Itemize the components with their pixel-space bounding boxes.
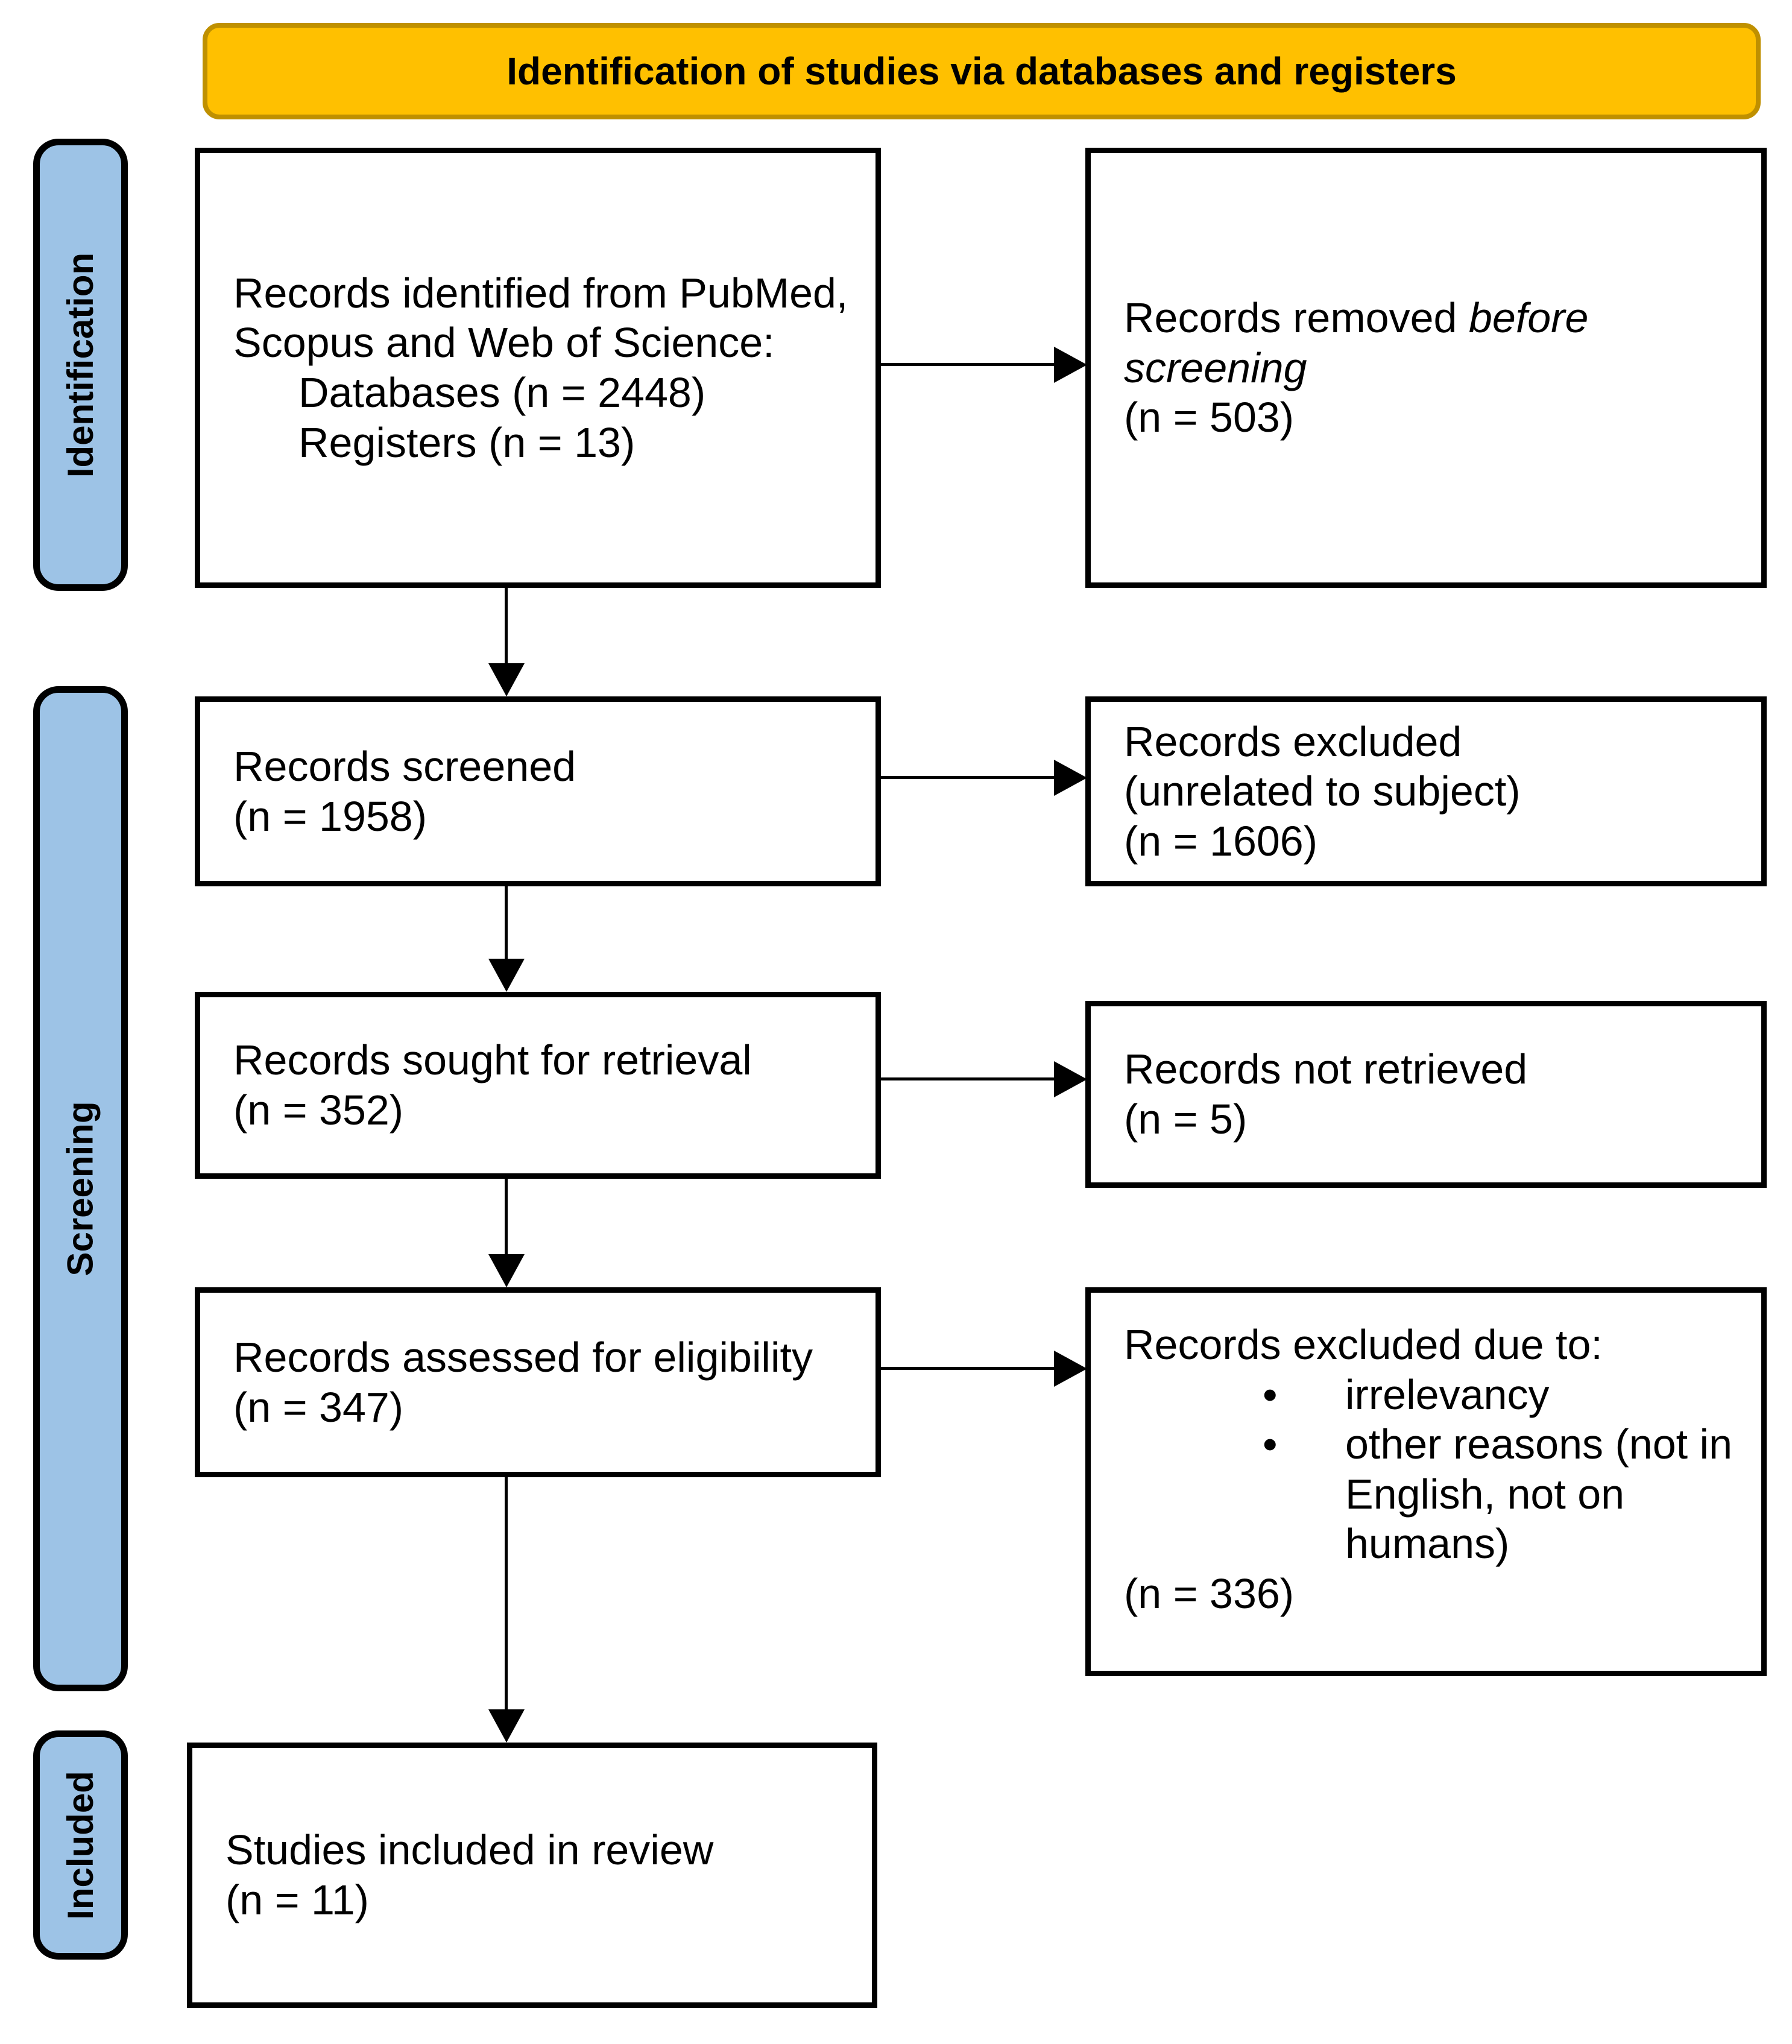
box-records-identified-registers: Registers (n = 13)	[298, 418, 636, 466]
bullet-icon: •	[1263, 1421, 1278, 1468]
box-records-not-retrieved-count: (n = 5)	[1124, 1096, 1248, 1143]
arrow-sought-to-assessed-line	[505, 1179, 508, 1255]
box-studies-included: Studies included in review (n = 11)	[187, 1743, 877, 2008]
box-records-excluded-screening-line2: (unrelated to subject)	[1124, 768, 1521, 815]
box-records-removed-line1-italic: before	[1468, 294, 1589, 342]
box-records-excluded-eligibility-count: (n = 336)	[1124, 1569, 1295, 1617]
arrow-sought-to-not-retrieved-line	[881, 1077, 1056, 1080]
bullet-icon: •	[1263, 1371, 1278, 1418]
box-records-removed-line1: Records removed before	[1124, 293, 1738, 343]
box-records-removed-line2: screening	[1124, 343, 1738, 393]
arrow-screened-to-sought-head	[488, 959, 525, 992]
box-records-excluded-screening: Records excluded (unrelated to subject) …	[1085, 696, 1767, 886]
arrow-identified-to-screened-head	[488, 663, 525, 696]
bullet-item-other-reasons: • other reasons (not in English, not on …	[1124, 1419, 1738, 1569]
box-records-excluded-screening-count: (n = 1606)	[1124, 817, 1318, 865]
box-records-not-retrieved-line1: Records not retrieved	[1124, 1046, 1528, 1093]
box-records-excluded-screening-line1: Records excluded	[1124, 718, 1462, 765]
box-records-sought: Records sought for retrieval (n = 352)	[195, 992, 881, 1179]
arrow-sought-to-not-retrieved-head	[1054, 1061, 1087, 1097]
box-records-screened-count: (n = 1958)	[233, 792, 427, 840]
stage-label-identification-text: Identification	[60, 252, 101, 478]
stage-label-included: Included	[33, 1730, 128, 1960]
box-studies-included-line1: Studies included in review	[226, 1826, 714, 1874]
box-records-identified-line1: Records identified from PubMed,	[233, 269, 848, 317]
stage-label-screening: Screening	[33, 686, 128, 1691]
arrow-assessed-to-excluded-line	[881, 1367, 1056, 1370]
box-records-sought-line1: Records sought for retrieval	[233, 1036, 752, 1084]
box-records-screened-line1: Records screened	[233, 742, 576, 790]
stage-label-identification: Identification	[33, 139, 128, 591]
stage-label-screening-text: Screening	[60, 1101, 101, 1276]
bullet-item-irrelevancy-text: irrelevancy	[1345, 1371, 1550, 1418]
arrow-identified-to-removed-line	[881, 363, 1056, 366]
box-records-screened: Records screened (n = 1958)	[195, 696, 881, 886]
box-records-removed-line1-regular: Records removed	[1124, 294, 1469, 342]
arrow-identified-to-removed-head	[1054, 347, 1087, 383]
banner-title: Identification of studies via databases …	[203, 23, 1761, 119]
banner-title-text: Identification of studies via databases …	[506, 49, 1457, 93]
arrow-assessed-to-included-line	[505, 1477, 508, 1711]
bullet-item-irrelevancy: • irrelevancy	[1124, 1370, 1738, 1420]
stage-label-included-text: Included	[60, 1770, 101, 1920]
arrow-screened-to-excluded-head	[1054, 760, 1087, 796]
bullet-item-other-reasons-text: other reasons (not in English, not on hu…	[1345, 1421, 1733, 1568]
arrow-sought-to-assessed-head	[488, 1254, 525, 1287]
box-records-excluded-eligibility-title: Records excluded due to:	[1124, 1321, 1603, 1368]
box-records-assessed-count: (n = 347)	[233, 1383, 404, 1431]
arrow-assessed-to-included-head	[488, 1709, 525, 1743]
box-records-assessed: Records assessed for eligibility (n = 34…	[195, 1287, 881, 1477]
arrow-identified-to-screened-line	[505, 588, 508, 665]
arrow-screened-to-excluded-line	[881, 776, 1056, 779]
box-studies-included-count: (n = 11)	[226, 1876, 369, 1923]
box-records-removed-count: (n = 503)	[1124, 394, 1295, 441]
box-records-removed-line2-italic: screening	[1124, 344, 1307, 391]
box-records-assessed-line1: Records assessed for eligibility	[233, 1333, 813, 1381]
box-records-not-retrieved: Records not retrieved (n = 5)	[1085, 1001, 1767, 1188]
box-records-excluded-eligibility: Records excluded due to: • irrelevancy •…	[1085, 1287, 1767, 1676]
arrow-screened-to-sought-line	[505, 886, 508, 960]
box-records-sought-count: (n = 352)	[233, 1087, 404, 1134]
box-records-identified: Records identified from PubMed, Scopus a…	[195, 148, 881, 588]
box-records-removed: Records removed before screening (n = 50…	[1085, 148, 1767, 588]
box-records-identified-line2: Scopus and Web of Science:	[233, 319, 775, 367]
arrow-assessed-to-excluded-head	[1054, 1351, 1087, 1387]
box-records-identified-databases: Databases (n = 2448)	[298, 369, 706, 416]
